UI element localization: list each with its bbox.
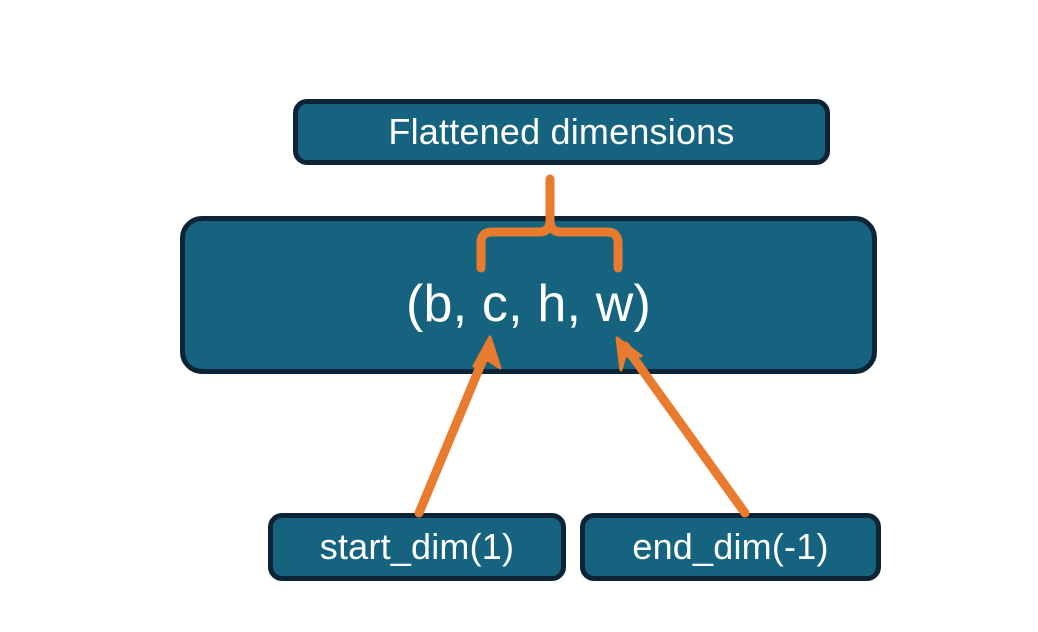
tensor-shape-box: (b, c, h, w) [180, 216, 877, 374]
end-dim-box: end_dim(-1) [580, 513, 881, 581]
tensor-shape-label: (b, c, h, w) [405, 275, 652, 333]
flattened-dimensions-box: Flattened dimensions [293, 99, 830, 165]
start-dim-box: start_dim(1) [268, 513, 566, 581]
flattened-dimensions-label: Flattened dimensions [388, 111, 735, 152]
end-dim-label: end_dim(-1) [632, 526, 829, 567]
start-dim-label: start_dim(1) [319, 526, 515, 567]
